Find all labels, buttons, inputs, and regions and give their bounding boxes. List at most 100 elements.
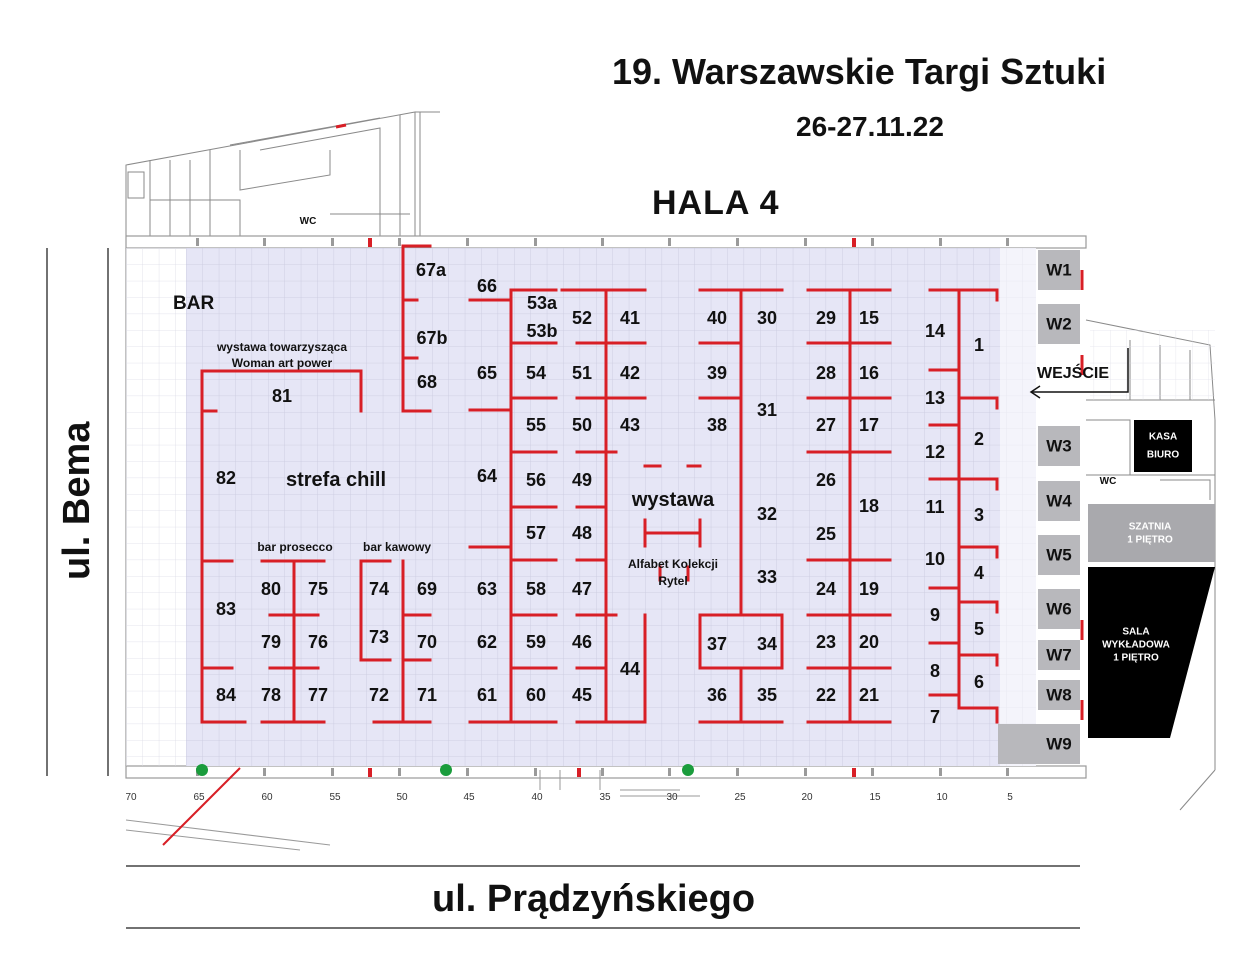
- hall-grid: [186, 248, 1036, 766]
- scale-tick-65: 65: [193, 792, 205, 803]
- pillar: [263, 238, 266, 246]
- workshop-label-W2: W2: [1046, 314, 1072, 334]
- booth-30: 30: [756, 308, 778, 328]
- woman-art-power-label: Woman art power: [231, 356, 333, 370]
- booth-24: 24: [815, 579, 837, 599]
- booth-76: 76: [307, 632, 329, 652]
- scale-tick-30: 30: [666, 792, 678, 803]
- entrance-arrow: [1029, 348, 1129, 399]
- street-bema: ul. Bema: [56, 421, 98, 580]
- pillar: [1006, 768, 1009, 776]
- pillar: [196, 238, 199, 246]
- booth-33: 33: [756, 567, 778, 587]
- booth-20: 20: [858, 632, 880, 652]
- booth-49: 49: [571, 470, 593, 490]
- booth-64: 64: [476, 466, 498, 486]
- booth-10: 10: [924, 549, 946, 569]
- wall-red-marker: [577, 768, 581, 777]
- companion-exhibit-label: wystawa towarzysząca: [216, 340, 348, 354]
- workshop-label-W4: W4: [1046, 491, 1072, 511]
- booth-29: 29: [815, 308, 837, 328]
- booth-79: 79: [260, 632, 282, 652]
- bar-label: BAR: [173, 293, 215, 314]
- booth-73: 73: [368, 627, 390, 647]
- booth-17: 17: [858, 415, 880, 435]
- booth-32: 32: [756, 504, 778, 524]
- booth-71: 71: [416, 685, 438, 705]
- booth-78: 78: [260, 685, 282, 705]
- door-marker-1: [196, 764, 208, 776]
- booth-74: 74: [368, 579, 390, 599]
- workshop-label-W3: W3: [1046, 436, 1072, 456]
- booth-68: 68: [416, 372, 438, 392]
- booth-19: 19: [858, 579, 880, 599]
- annex-outline: [125, 111, 440, 236]
- pillar: [534, 238, 537, 246]
- booth-51: 51: [571, 363, 593, 383]
- scale-tick-70: 70: [125, 792, 137, 803]
- booth-14: 14: [924, 321, 946, 341]
- booth-38: 38: [706, 415, 728, 435]
- pillar: [601, 238, 604, 246]
- booth-45: 45: [571, 685, 593, 705]
- booth-43: 43: [619, 415, 641, 435]
- alfabet-label-1: Alfabet Kolekcji: [627, 557, 719, 571]
- pillar: [668, 238, 671, 246]
- fair-title: 19. Warszawskie Targi Sztuki: [612, 51, 1107, 92]
- pillar: [804, 768, 807, 776]
- booth-36: 36: [706, 685, 728, 705]
- booth-57: 57: [525, 523, 547, 543]
- booth-9: 9: [929, 605, 941, 625]
- booth-59: 59: [525, 632, 547, 652]
- workshop-box-W4: [1038, 481, 1080, 521]
- booth-8: 8: [929, 661, 941, 681]
- booth-16: 16: [858, 363, 880, 383]
- booth-53b: 53b: [526, 321, 558, 341]
- booth-41: 41: [619, 308, 641, 328]
- booth-48: 48: [571, 523, 593, 543]
- booth-37: 37: [706, 634, 728, 654]
- booth-84: 84: [215, 685, 237, 705]
- kasa-box: [1134, 420, 1192, 472]
- entrance-label: WEJŚCIE: [1037, 365, 1110, 382]
- booth-52: 52: [571, 308, 593, 328]
- workshop-box-W1: [1038, 250, 1080, 290]
- wall-red-marker: [852, 768, 856, 777]
- booth-63: 63: [476, 579, 498, 599]
- booth-18: 18: [858, 496, 880, 516]
- pillar: [331, 768, 334, 776]
- sala-wykladowa-label: WYKŁADOWA: [1102, 639, 1170, 651]
- booth-7: 7: [929, 707, 941, 727]
- booth-25: 25: [815, 524, 837, 544]
- pillar: [939, 238, 942, 246]
- chill-zone-label: strefa chill: [285, 469, 387, 491]
- wystawa-label: wystawa: [631, 489, 715, 511]
- workshop-label-W9: W9: [1046, 734, 1072, 754]
- booth-22: 22: [815, 685, 837, 705]
- workshop-box-W5: [1038, 535, 1080, 575]
- pillar: [871, 238, 874, 246]
- pillar: [668, 768, 671, 776]
- booth-42: 42: [619, 363, 641, 383]
- sala-box: [1088, 567, 1215, 738]
- wc-top-label: WC: [299, 216, 317, 227]
- booth-partitions: [200, 244, 999, 724]
- booth-77: 77: [307, 685, 329, 705]
- pillar: [466, 238, 469, 246]
- sala-floor-label: 1 PIĘTRO: [1113, 652, 1159, 664]
- bar-prosecco-label: bar prosecco: [257, 540, 333, 554]
- booth-34: 34: [756, 634, 778, 654]
- wall-red-marker: [368, 238, 372, 247]
- booth-55: 55: [525, 415, 547, 435]
- alfabet-label-2: Rytel: [658, 574, 688, 588]
- pillar: [263, 768, 266, 776]
- bottom-sketch: [125, 770, 700, 851]
- booth-4: 4: [973, 563, 985, 583]
- workshop-label-W5: W5: [1046, 545, 1072, 565]
- sala-label: SALA: [1122, 626, 1150, 638]
- workshop-boxes: [998, 250, 1080, 764]
- szatnia-label: SZATNIA: [1128, 521, 1172, 533]
- wall-red-marker: [852, 238, 856, 247]
- booth-66: 66: [476, 276, 498, 296]
